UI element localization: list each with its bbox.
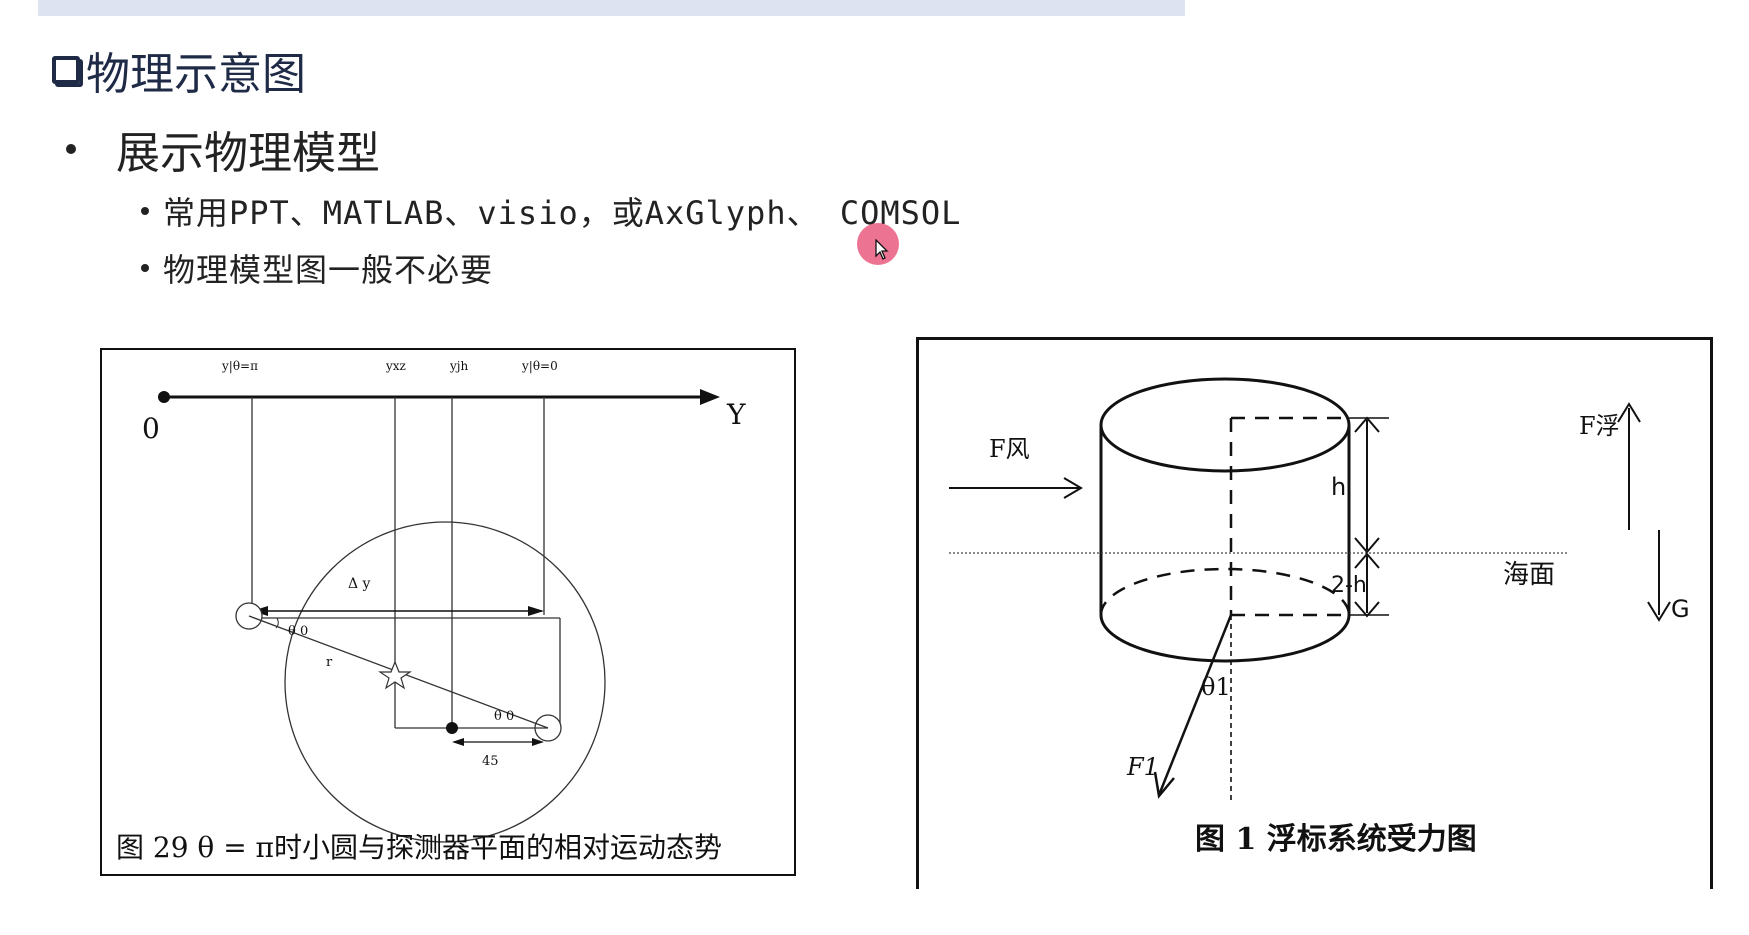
wind-arrowhead [1063, 477, 1083, 499]
motion-diagram: y|θ=π yxz yjh y|θ=0 0 Y Δ y r θ 0 θ 0 [142, 359, 746, 843]
label-y-jh: yjh [449, 359, 469, 373]
large-circle [284, 521, 606, 843]
label-y-theta-pi: y|θ=π [221, 359, 258, 373]
bullet-dot-icon [66, 144, 76, 154]
cylinder-bottom [1099, 614, 1351, 663]
mouse-cursor-icon [875, 239, 889, 260]
label-theta0-right: θ 0 [494, 709, 514, 724]
cylinder-top [1099, 377, 1351, 473]
y-axis-arrowhead [700, 389, 720, 405]
sub-bullet: 常用PPT、MATLAB、visio，或AxGlyph、 COMSOL [141, 188, 961, 234]
label-theta1: θ1 [1201, 673, 1231, 701]
sub-bullet: 物理模型图一般不必要 [141, 245, 493, 291]
label-g: G [1671, 595, 1690, 623]
buoyancy-arrowhead [1617, 402, 1641, 423]
slide-top-banner [38, 0, 1185, 16]
label-h: h [1331, 473, 1346, 501]
bullet-level-1: 展示物理模型 [66, 117, 380, 181]
gravity-arrowhead [1647, 601, 1671, 622]
figure-caption-left: 图 29 θ = π时小圆与探测器平面的相对运动态势 [116, 831, 722, 864]
buoy-force-diagram: F风 h 2-h 海面 F浮 G [949, 377, 1690, 800]
figure-caption-right: 图 1 浮标系统受力图 [1195, 822, 1477, 857]
label-y-theta-0: y|θ=0 [521, 359, 558, 373]
origin-dot [158, 391, 170, 403]
center-star-icon [378, 660, 412, 690]
label-origin: 0 [142, 412, 160, 445]
bullet-dot-icon [141, 207, 149, 215]
section-title-text: 物理示意图 [86, 49, 306, 100]
bullet-text: 展示物理模型 [116, 128, 380, 179]
bullet-dot-icon [141, 264, 149, 272]
label-f-float: F浮 [1579, 412, 1620, 440]
label-sea-surface: 海面 [1503, 560, 1555, 590]
detector-dot [446, 722, 458, 734]
label-delta-y: Δ y [348, 576, 371, 592]
label-r: r [326, 655, 333, 670]
label-y-xz: yxz [385, 359, 406, 373]
figure-buoy-forces: F风 h 2-h 海面 F浮 G [916, 337, 1713, 889]
tension-arrowhead [1153, 771, 1175, 799]
checkbox-square-icon [52, 56, 80, 84]
label-y-axis: Y [726, 398, 746, 431]
label-2-minus-h: 2-h [1331, 573, 1367, 598]
label-45: 45 [482, 754, 499, 769]
label-f-wind: F风 [989, 435, 1030, 463]
pointer-highlight [857, 223, 899, 265]
label-theta0-left: θ 0 [288, 624, 308, 639]
tension-line [1157, 614, 1233, 796]
label-f1: F1 [1126, 753, 1159, 781]
sub-bullet-text: 物理模型图一般不必要 [163, 251, 494, 289]
figure-relative-motion: y|θ=π yxz yjh y|θ=0 0 Y Δ y r θ 0 θ 0 [100, 348, 796, 876]
section-title: 物理示意图 [52, 40, 306, 100]
sub-bullet-text: 常用PPT、MATLAB、visio，或AxGlyph、 COMSOL [163, 194, 962, 232]
